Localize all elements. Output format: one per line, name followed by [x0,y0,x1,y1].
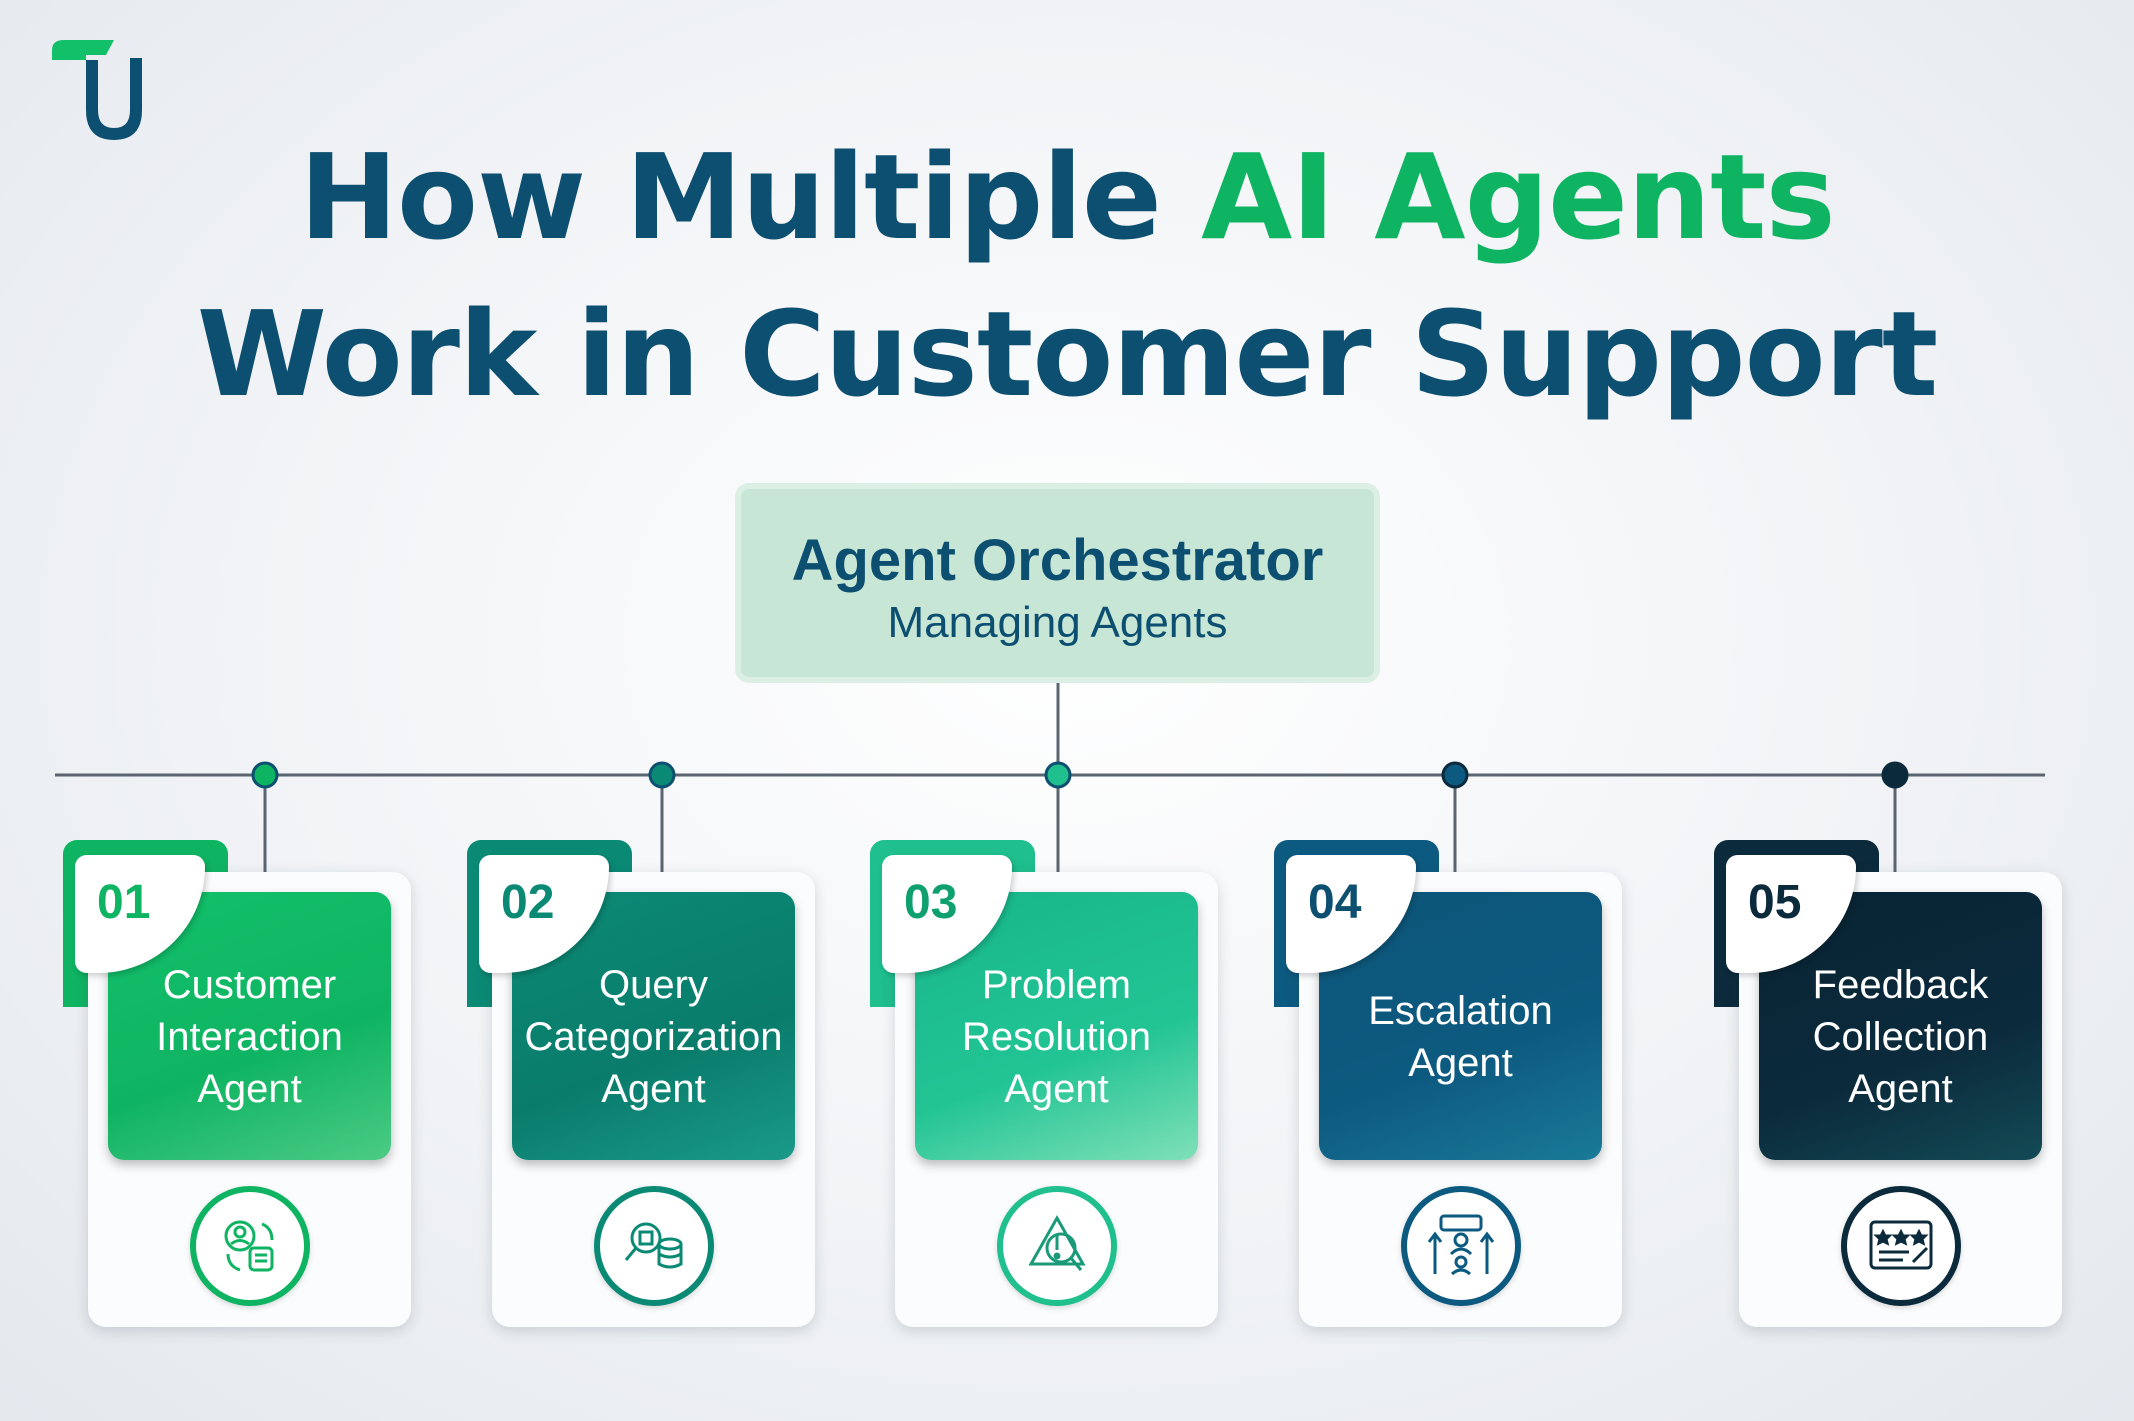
customer-interaction-icon [190,1186,310,1306]
connector-node-2 [648,761,676,789]
agent-name-line: Agent [1408,1041,1513,1085]
orchestrator-title: Agent Orchestrator [791,528,1324,593]
agent-name-line: Collection [1812,1015,1989,1059]
agent-name-line: Resolution [961,1015,1151,1059]
tu-logo-icon [52,40,142,140]
escalation-icon [1401,1186,1521,1306]
agent-name-line: Categorization [524,1015,783,1059]
agent-number-badge: 04 [1286,855,1416,973]
agent-name-line: Agent [197,1067,302,1111]
connector-node-5 [1881,761,1909,789]
title-highlight: AI Agents [1200,128,1836,266]
page-title-line-2: Work in Customer Support [196,285,1938,423]
connector-drops [263,775,1897,872]
problem-resolution-icon [997,1186,1117,1306]
agent-name-line: Agent [601,1067,706,1111]
query-categorization-icon [594,1186,714,1306]
agent-name-line: Query [599,963,708,1007]
agent-name-line: Escalation [1368,989,1553,1033]
agent-number-badge: 02 [479,855,609,973]
agent-name-line: Agent [1848,1067,1953,1111]
agent-number: 03 [904,876,958,929]
agent-number: 02 [501,876,555,929]
agent-number: 04 [1308,876,1362,929]
connector-node-1 [251,761,279,789]
orchestrator-subtitle: Managing Agents [887,598,1228,647]
connector-node-3 [1044,761,1072,789]
connector-node-4 [1441,761,1469,789]
feedback-collection-icon [1841,1186,1961,1306]
agent-orchestrator-box: Agent Orchestrator Managing Agents [735,483,1380,683]
agent-name-line: Customer [162,963,337,1007]
agent-name-line: Agent [1004,1067,1109,1111]
agent-name-line: Feedback [1812,963,1989,1007]
agent-number-badge: 03 [882,855,1012,973]
agent-name-line: Interaction [156,1015,343,1059]
agent-name-line: Problem [982,963,1131,1007]
page-title-line-1: How Multiple AI Agents [299,128,1836,266]
agent-number: 01 [97,876,151,929]
agent-number: 05 [1748,876,1802,929]
